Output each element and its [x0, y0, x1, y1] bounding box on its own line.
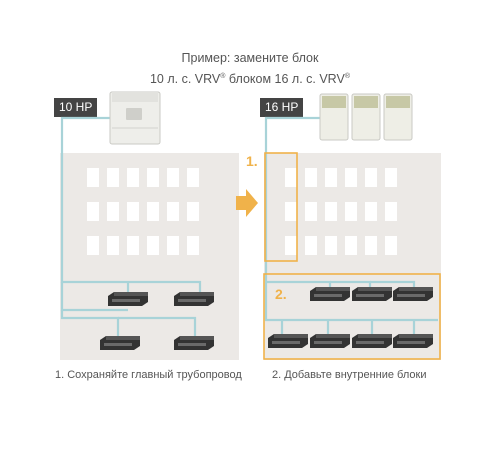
building-window: [107, 202, 119, 221]
ducted-indoor-unit-icon: [108, 292, 148, 306]
vrv-outdoor-unit-icon: [109, 91, 161, 145]
building-window: [147, 168, 159, 187]
building-window: [127, 202, 139, 221]
building-window: [385, 168, 397, 187]
building-window: [147, 236, 159, 255]
building-window: [87, 236, 99, 255]
left-caption: 1. Сохраняйте главный трубопровод: [55, 369, 242, 381]
building-window: [167, 168, 179, 187]
building-window: [285, 236, 297, 255]
building-window: [107, 236, 119, 255]
building-window: [305, 202, 317, 221]
right-piping: [264, 116, 438, 334]
left-main-piping: [60, 116, 202, 336]
building-window: [187, 236, 199, 255]
building-window: [187, 202, 199, 221]
building-window: [107, 168, 119, 187]
title-line-2: 10 л. с. VRV® блоком 16 л. с. VRV®: [149, 72, 350, 87]
left-building: [60, 153, 239, 360]
building-window: [285, 168, 297, 187]
building-window: [285, 202, 297, 221]
building-window: [325, 168, 337, 187]
building-window: [345, 168, 357, 187]
building-window: [365, 168, 377, 187]
existing-piping-highlight: [264, 152, 298, 262]
ducted-indoor-unit-icon: [393, 334, 433, 348]
ducted-indoor-unit-icon: [352, 334, 392, 348]
ducted-indoor-unit-icon: [393, 287, 433, 301]
building-window: [325, 236, 337, 255]
right-caption: 2. Добавьте внутренние блоки: [272, 369, 427, 381]
building-window: [167, 202, 179, 221]
ducted-indoor-unit-icon: [268, 334, 308, 348]
right-hp-label: 16 HP: [260, 98, 304, 117]
building-window: [365, 202, 377, 221]
left-hp-label: 10 HP: [54, 98, 98, 117]
building-window: [127, 236, 139, 255]
ducted-indoor-unit-icon: [352, 287, 392, 301]
building-window: [305, 168, 317, 187]
building-window: [365, 236, 377, 255]
ducted-indoor-unit-icon: [174, 292, 214, 306]
building-window: [325, 202, 337, 221]
right-arrow-icon: [236, 189, 258, 217]
building-window: [87, 202, 99, 221]
ducted-indoor-unit-icon: [310, 287, 350, 301]
building-window: [385, 202, 397, 221]
vrv-outdoor-units-group-icon: [319, 93, 413, 141]
building-window: [305, 236, 317, 255]
step-2-number: 2.: [275, 286, 287, 302]
building-window: [187, 168, 199, 187]
building-window: [345, 202, 357, 221]
building-window: [87, 168, 99, 187]
step-1-number: 1.: [246, 153, 258, 169]
building-window: [147, 202, 159, 221]
building-window: [385, 236, 397, 255]
new-indoor-units-highlight: [263, 273, 441, 360]
building-window: [345, 236, 357, 255]
building-window: [167, 236, 179, 255]
ducted-indoor-unit-icon: [310, 334, 350, 348]
indoor-units: [100, 287, 433, 350]
ducted-indoor-unit-icon: [100, 336, 140, 350]
ducted-indoor-unit-icon: [174, 336, 214, 350]
building-window: [127, 168, 139, 187]
right-building: [264, 153, 441, 360]
title-line-1: Пример: замените блок: [181, 51, 319, 65]
